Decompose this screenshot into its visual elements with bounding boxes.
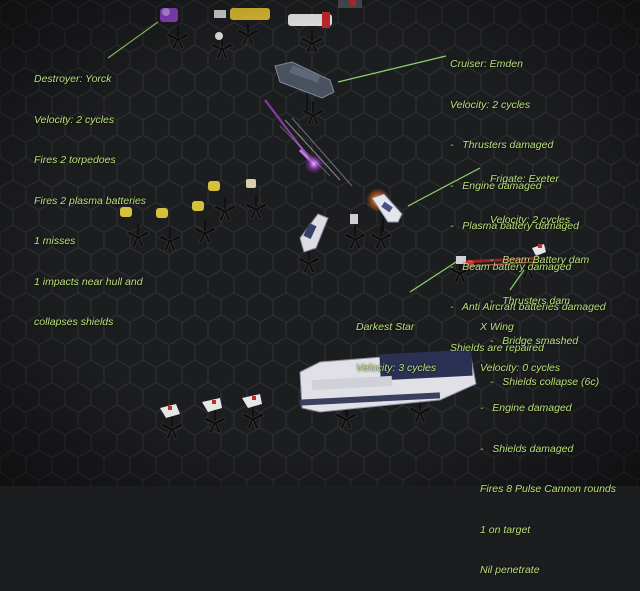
darkest-star-line: Velocity: 3 cycles bbox=[356, 361, 437, 374]
destroyer-line: Velocity: 2 cycles bbox=[34, 113, 115, 126]
cruiser-line: - Engine damaged bbox=[450, 179, 542, 192]
destroyer-line: 1 impacts near hull and bbox=[34, 275, 143, 288]
cruiser-line: - Beam battery damaged bbox=[450, 260, 572, 273]
frigate-title: Frigate: Exeter bbox=[490, 173, 559, 185]
x-wing-line: Fires 8 Pulse Cannon rounds bbox=[480, 483, 616, 495]
destroyer-title: Destroyer: Yorck bbox=[34, 73, 112, 85]
destroyer-line: collapses shields bbox=[34, 316, 114, 328]
darkest-star-title: Darkest Star bbox=[356, 321, 415, 333]
frigate-exeter-label: Frigate: Exeter Velocity: 2 cycles - Bea… bbox=[490, 146, 599, 403]
x-wing-label: X Wing Velocity: 0 cycles - Engine damag… bbox=[480, 294, 616, 591]
x-wing-line: - Engine damaged bbox=[480, 402, 572, 414]
frigate-line: - Beam Battery dam bbox=[490, 254, 590, 266]
x-wing-line: Nil penetrate bbox=[480, 564, 540, 576]
cruiser-line: - Thrusters damaged bbox=[450, 139, 554, 151]
x-wing-line: 1 on target bbox=[480, 523, 531, 536]
game-board bbox=[0, 0, 640, 486]
cruiser-line: - Plasma battery damaged bbox=[450, 220, 579, 232]
x-wing-title: X Wing bbox=[480, 321, 514, 333]
destroyer-line: Fires 2 plasma batteries bbox=[34, 194, 147, 207]
cruiser-title: Cruiser: Emden bbox=[450, 58, 523, 70]
destroyer-line: Fires 2 torpedoes bbox=[34, 154, 116, 166]
x-wing-line: Velocity: 0 cycles bbox=[480, 361, 561, 374]
x-wing-line: - Shields damaged bbox=[480, 442, 574, 455]
cruiser-line: Velocity: 2 cycles bbox=[450, 98, 531, 111]
frigate-line: - Bridge smashed bbox=[490, 335, 579, 347]
frigate-line: - Thrusters dam bbox=[490, 294, 570, 307]
destroyer-yorck-label: Destroyer: Yorck Velocity: 2 cycles Fire… bbox=[34, 46, 146, 343]
cruiser-line: - Anti Aircraft batteries damaged bbox=[450, 301, 606, 313]
cruiser-emden-label: Cruiser: Emden Velocity: 2 cycles - Thru… bbox=[450, 31, 606, 369]
frigate-line: Velocity: 2 cycles bbox=[490, 213, 571, 226]
cruiser-line: Shields are repaired bbox=[450, 341, 544, 354]
destroyer-line: 1 misses bbox=[34, 235, 76, 247]
darkest-star-label: Darkest Star Velocity: 3 cycles bbox=[356, 294, 436, 389]
frigate-line: - Shields collapse (6c) bbox=[490, 375, 600, 388]
